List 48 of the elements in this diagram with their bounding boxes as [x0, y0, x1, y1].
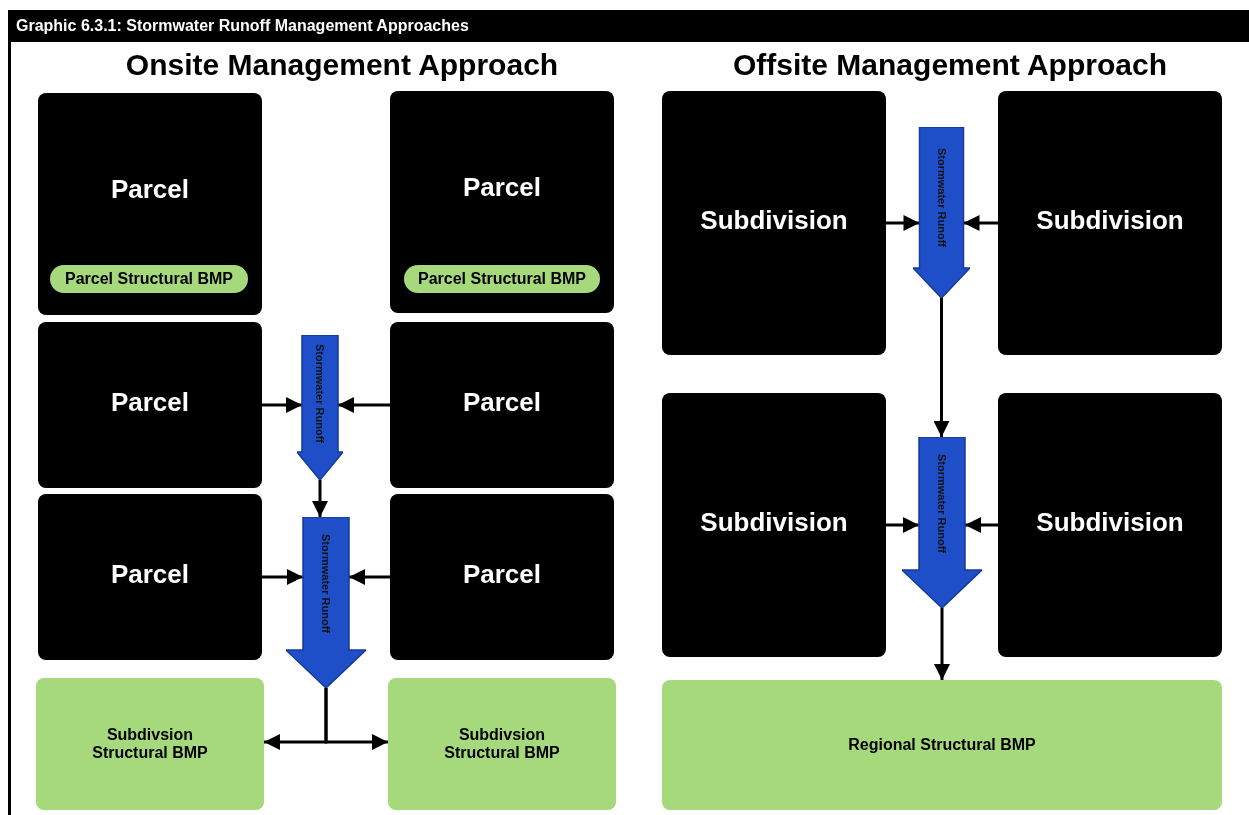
arrow	[262, 569, 303, 585]
arrow	[933, 298, 950, 437]
area-block	[998, 393, 1222, 657]
bmp-pill: Parcel Structural BMP	[50, 265, 248, 293]
area-block	[390, 322, 614, 488]
arrow	[934, 608, 950, 680]
area-block	[390, 494, 614, 660]
arrow	[312, 480, 328, 517]
runoff-shape	[902, 437, 982, 608]
arrow	[963, 215, 998, 231]
area-block	[998, 91, 1222, 355]
area-block	[662, 393, 886, 657]
arrow-label: Stormwater Runoff	[935, 453, 949, 555]
section-heading: Onsite Management Approach	[125, 48, 559, 82]
arrow	[338, 397, 390, 413]
area-block	[662, 91, 886, 355]
block-label: Subdivision	[1035, 507, 1185, 538]
arrow	[965, 517, 998, 533]
arrow-label: Stormwater Runoff	[313, 343, 327, 445]
arrow	[262, 397, 302, 413]
arrow	[349, 569, 390, 585]
block-label: Parcel	[109, 174, 191, 205]
bmp-pill: Parcel Structural BMP	[404, 265, 600, 293]
block-label: Parcel	[461, 559, 543, 590]
block-label: Parcel	[461, 172, 543, 203]
block-label: Subdivision	[699, 507, 849, 538]
runoff-shape	[297, 335, 343, 480]
area-block	[38, 322, 262, 488]
block-label: Parcel	[461, 387, 543, 418]
section-heading: Offsite Management Approach	[733, 48, 1167, 82]
title-bar: Graphic 6.3.1: Stormwater Runoff Management Approaches	[8, 10, 1249, 42]
block-label: Parcel	[109, 559, 191, 590]
runoff-shape	[286, 517, 366, 688]
block-label: Parcel	[109, 387, 191, 418]
bmp-panel: Regional Structural BMP	[662, 680, 1222, 810]
block-label: Subdivision	[1035, 205, 1185, 236]
bmp-panel: Subdivsion Structural BMP	[36, 678, 264, 810]
arrow	[886, 215, 920, 231]
area-block	[38, 93, 262, 315]
area-block	[38, 494, 262, 660]
arrow	[324, 688, 388, 750]
bmp-panel: Subdivsion Structural BMP	[388, 678, 616, 810]
arrow	[886, 517, 919, 533]
block-label: Subdivision	[699, 205, 849, 236]
area-block	[390, 91, 614, 313]
arrow-label: Stormwater Runoff	[934, 147, 949, 249]
arrow-label: Stormwater Runoff	[319, 533, 333, 635]
runoff-shape	[913, 127, 970, 298]
